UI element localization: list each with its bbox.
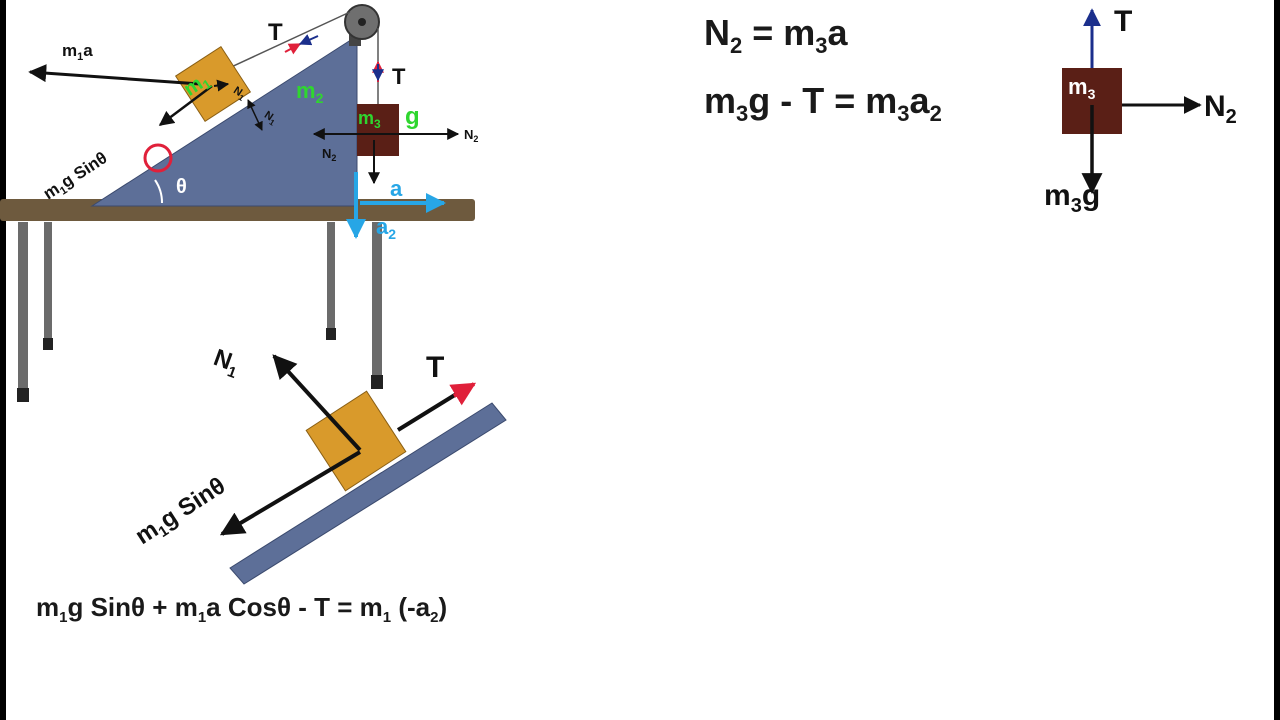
label-n1-small2: N1 [261,109,279,128]
table-foot-1 [17,388,29,402]
label-m3-block: m3 [358,108,381,131]
label-m1a: m1a [62,41,93,63]
block-m1-body [174,45,252,123]
pulley [344,4,380,46]
label-n2-left: N2 [322,146,336,163]
table [0,199,475,402]
equation-n2: N2 = m3a [704,12,849,58]
block-m3 [357,104,399,156]
table-leg-2 [44,222,52,342]
arrow-n1-small [247,99,263,131]
theta-arc [154,179,164,204]
plank [229,402,507,585]
fbd-arrow-t-black [396,391,460,432]
arrow-t-top-back [298,34,319,46]
fbd3-label-weight: m3g [1044,179,1100,217]
fbd-arrow-t-red [449,382,477,406]
table-foot-3 [326,328,336,340]
fbd-arrow-n1 [272,354,362,452]
label-t-top: T [268,19,283,46]
label-a: a [390,176,403,201]
arrow-m1a [28,64,201,86]
table-leg-3 [327,222,335,332]
label-a2: a2 [376,214,396,242]
label-theta: θ [176,176,187,198]
fbd3-label-block: m3 [1068,74,1096,102]
equation-m3: m3g - T = m3a2 [704,80,942,126]
string-incline [213,11,351,76]
fbd3-label-t: T [1114,5,1132,38]
label-m1g-sin: m1g Sinθ [40,148,112,206]
fbd-label-t: T [426,351,444,384]
arrow-n1-up [213,79,230,92]
table-foot-4 [371,375,383,389]
label-m2: m2 [296,78,324,106]
table-leg-1 [18,222,28,392]
left-edge-bar [0,0,6,720]
fbd-arrow-weight [219,450,362,536]
label-g: g [405,103,420,130]
fbd-label-weight: m1g Sinθ [131,472,232,552]
table-leg-4 [372,222,382,382]
angle-highlight [143,143,173,173]
block-m1 [174,45,252,123]
fbd3-label-n2: N2 [1204,90,1237,128]
pulley-hub [358,18,366,26]
label-n1-small: N1 [230,85,248,104]
right-edge-bar [1274,0,1280,720]
fbd-label-n1: N1 [209,344,244,382]
label-n2-right: N2 [464,127,478,144]
label-t-right: T [392,64,406,89]
table-foot-2 [43,338,53,350]
equation-m1: m1g Sinθ + m1a Cosθ - T = m1 (-a2) [36,592,447,626]
arrow-t-top [284,43,302,55]
arrow-m1g-sin [158,85,213,126]
